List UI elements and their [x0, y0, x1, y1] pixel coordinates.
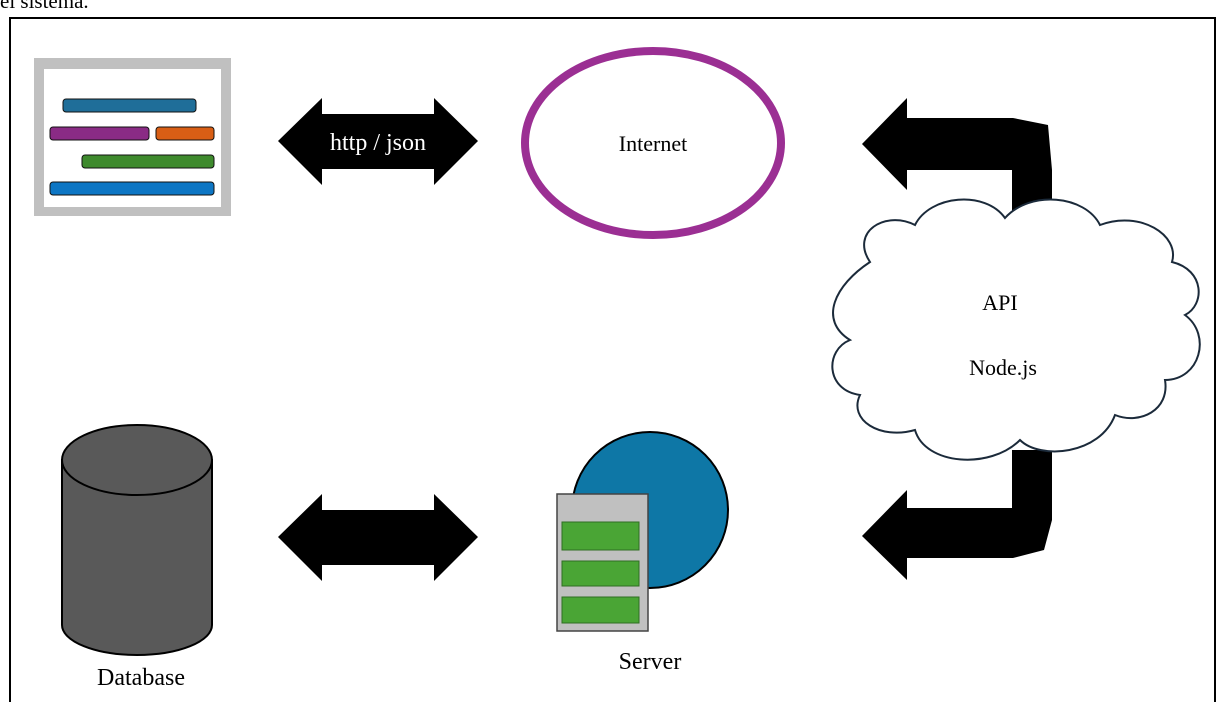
api-server-arrow [862, 450, 1052, 580]
http-json-arrow [278, 98, 478, 185]
http-json-label: http / json [330, 130, 426, 156]
server-icon [556, 431, 729, 632]
database-label: Database [97, 665, 185, 691]
api-label: API [982, 290, 1017, 315]
server-label: Server [619, 649, 682, 675]
api-return-arrow [862, 98, 1052, 230]
client-app-icon [34, 58, 231, 216]
internet-label: Internet [619, 131, 687, 156]
database-icon [61, 424, 213, 656]
caption-text: el sistema. [0, 0, 89, 13]
database-server-arrow [278, 494, 478, 581]
nodejs-label: Node.js [969, 355, 1037, 380]
diagram-frame [9, 17, 1216, 702]
internet-ellipse [521, 47, 785, 239]
cloud-icon [831, 198, 1201, 461]
